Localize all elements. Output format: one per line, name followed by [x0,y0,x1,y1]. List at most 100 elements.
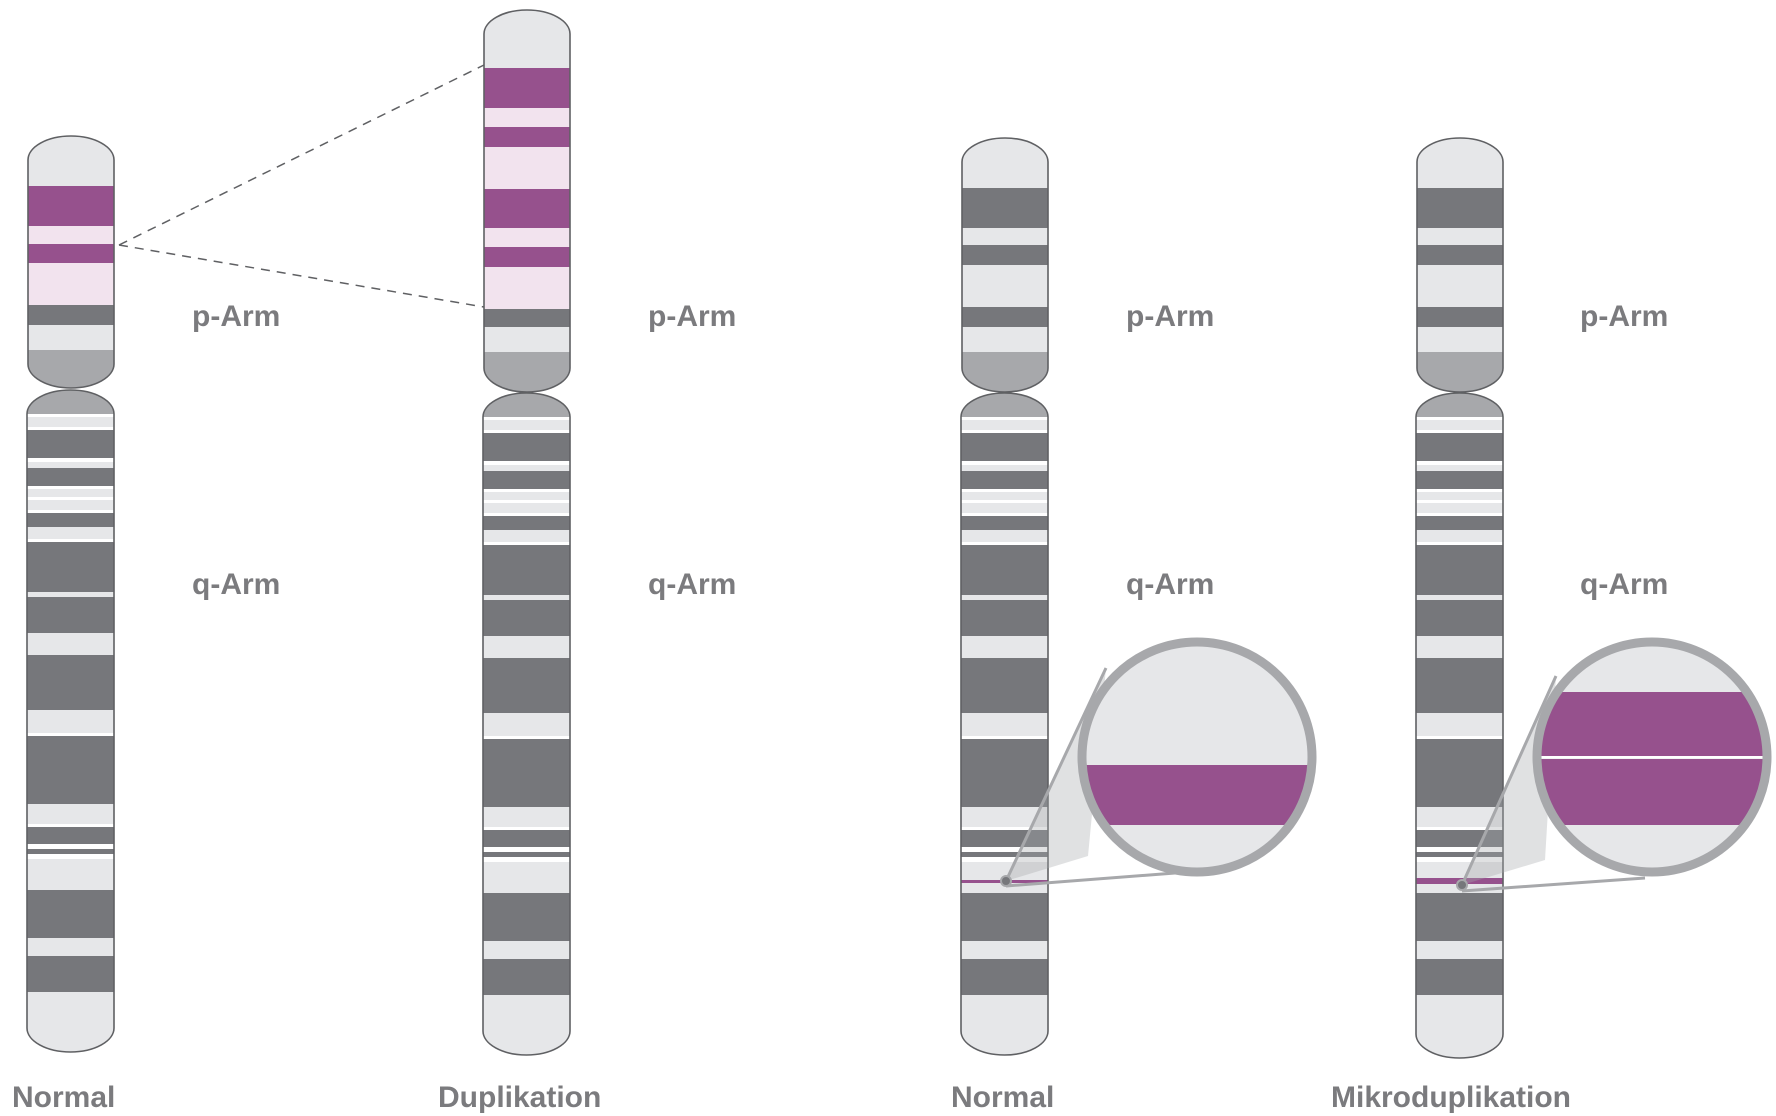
caption-normal: Normal [12,1081,115,1114]
chromosome-band [961,736,1048,739]
chromosome-band [483,492,570,500]
chromosome-band [484,127,570,147]
chromosome-band [483,739,570,807]
chromosome-band [1416,421,1503,430]
chromosome-band [27,390,114,414]
chromosome-band [483,513,570,516]
chromosome-band [962,327,1048,352]
chromosome-band [483,827,570,830]
chromosome-band [27,427,114,430]
chromosome-band [1416,433,1503,461]
chromosome-band [1417,327,1503,352]
chromosome-band [961,545,1048,595]
chromosome-band [1416,465,1503,471]
chromosome-band [1416,417,1503,420]
chromosome-band [28,136,114,186]
chromosome-band [28,350,114,388]
chromosome-band [483,807,570,827]
chromosome-band [483,530,570,534]
chromosome-band [27,500,114,510]
q-arm-label: q-Arm [648,568,736,601]
chromosome-band [1416,492,1503,500]
chromosome-normal-reference [960,137,1049,1056]
chromosome-band [27,854,114,859]
chromosome-band [483,461,570,465]
chromosome-band [961,827,1048,830]
chromosome-band [961,600,1048,636]
chromosome-band [484,228,570,247]
chromosome-band [27,597,114,633]
chromosome-band [961,500,1048,503]
chromosome-band [1416,852,1503,857]
chromosome-band [28,305,114,325]
chromosome-band [1417,138,1503,188]
chromosome-band [483,471,570,489]
p-arm-label: p-Arm [648,300,736,333]
chromosome-band [1416,513,1503,516]
chromosome-band [1416,862,1503,867]
chromosome-band [961,417,1048,420]
magnifier-pin [1000,875,1012,887]
chromosome-band [961,658,1048,713]
chromosome-band [27,542,114,592]
chromosome-band [483,595,570,600]
q-arm-label: q-Arm [192,568,280,601]
chromosome-band [27,804,114,824]
chromosome-band [27,938,114,956]
chromosome-microduplication [1415,137,1504,1059]
chromosome-band [1416,959,1503,995]
chromosome-band [483,500,570,503]
chromosome-band [961,471,1048,489]
chromosome-band [961,461,1048,465]
chromosome-band [962,138,1048,188]
chromosome-band [961,847,1048,852]
chromosome-band [961,421,1048,430]
chromosome-band [1416,500,1503,503]
chromosome-band [28,244,114,263]
chromosome-band [483,545,570,595]
chromosome-band [484,68,570,108]
chromosome-band [1417,188,1503,228]
chromosome-band [961,492,1048,500]
chromosome-band [27,864,114,890]
chromosome-band [483,857,570,862]
chromosome-band [961,465,1048,471]
chromosome-band [483,636,570,658]
chromosome-band [27,890,114,938]
chromosome-band [483,959,570,995]
chromosome-band [483,941,570,959]
p-arm-label: p-Arm [1580,300,1668,333]
chromosome-band [483,516,570,530]
chromosome-band [27,827,114,844]
chromosome-band [483,862,570,867]
chromosome-band [483,421,570,430]
chromosome-band [1416,739,1503,807]
chromosome-band [483,713,570,736]
chromosome-band [961,959,1048,995]
chromosome-band [483,867,570,893]
chromosome-band [28,186,114,226]
chromosome-band [961,862,1048,867]
chromosome-band [961,636,1048,658]
chromosome-band [961,513,1048,516]
chromosome-band [484,309,570,327]
chromosome-band [27,859,114,864]
chromosome-band [484,108,570,127]
chromosome-band [962,188,1048,228]
p-arm-label: p-Arm [1126,300,1214,333]
chromosome-band [27,655,114,710]
chromosome-band [484,189,570,228]
chromosome-band [28,226,114,244]
chromosome-band [1416,636,1503,658]
chromosome-band [27,736,114,804]
chromosome-band [961,534,1048,542]
chromosome-band [962,307,1048,327]
chromosome-band [962,228,1048,245]
chromosome-band [483,600,570,636]
chromosome-band [483,465,570,471]
chromosome-band [961,830,1048,847]
chromosome-band [1416,847,1503,852]
chromosome-band [961,530,1048,534]
chromosome-band [961,893,1048,941]
chromosome-band [27,497,114,500]
